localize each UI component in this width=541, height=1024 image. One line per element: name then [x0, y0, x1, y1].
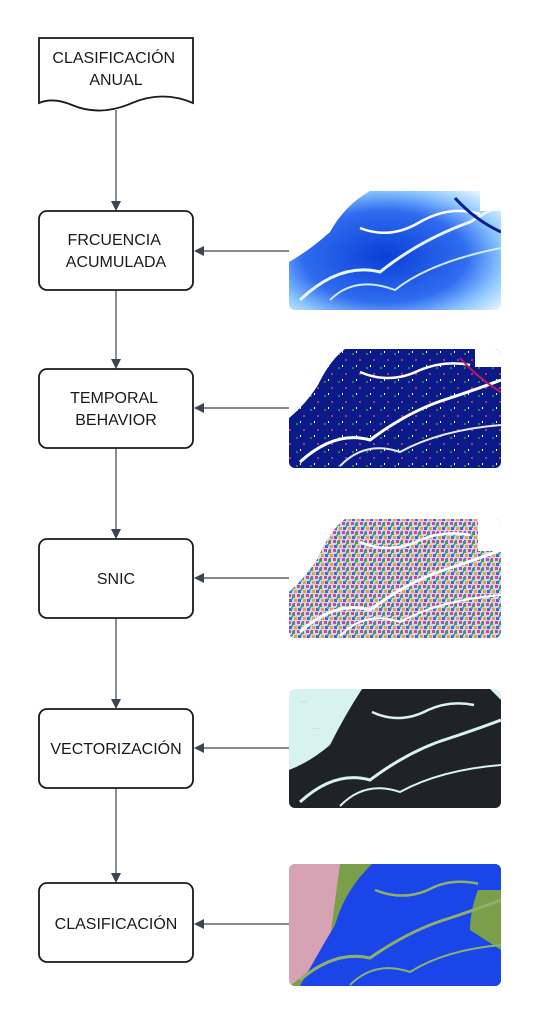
vector-map-image: ····· ·· ··· — [289, 689, 501, 808]
node-label-clasificacion-anual: CLASIFICACIÓN ANUAL — [52, 48, 179, 89]
node-label-clasificacion: CLASIFICACIÓN — [55, 914, 178, 933]
node-label-temporal: TEMPORAL BEHAVIOR — [70, 390, 162, 429]
frequency-map-image — [289, 191, 501, 310]
snic-map-image — [289, 519, 501, 638]
process-shape-clasificacion — [38, 882, 194, 963]
node-labels: CLASIFICACIÓN ANUAL FRCUENCIA ACUMULADA … — [50, 48, 181, 933]
process-shape-vectorizacion — [38, 708, 194, 789]
process-shape-frecuencia — [38, 210, 194, 291]
svg-text:·· ···: ·· ··· — [312, 726, 320, 731]
node-label-line: ACUMULADA — [66, 254, 167, 271]
node-label-line: FRCUENCIA — [68, 232, 162, 249]
document-shape-clasificacion-anual — [38, 37, 194, 112]
horizontal-connectors — [194, 246, 289, 929]
node-label-line: TEMPORAL — [70, 390, 158, 407]
node-label-snic: SNIC — [97, 571, 135, 588]
node-label-frecuencia: FRCUENCIA ACUMULADA — [66, 232, 167, 271]
node-label-vectorizacion: VECTORIZACIÓN — [50, 739, 181, 758]
node-shapes — [38, 37, 194, 963]
process-shape-snic — [38, 538, 194, 619]
node-label-line: BEHAVIOR — [75, 412, 157, 429]
temporal-map-image — [289, 349, 501, 468]
svg-text:·····: ····· — [300, 699, 307, 704]
classified-map-image — [289, 864, 501, 986]
process-shape-temporal — [38, 368, 194, 449]
node-label-line: ANUAL — [89, 72, 142, 89]
node-label-line: CLASIFICACIÓN — [52, 48, 175, 67]
